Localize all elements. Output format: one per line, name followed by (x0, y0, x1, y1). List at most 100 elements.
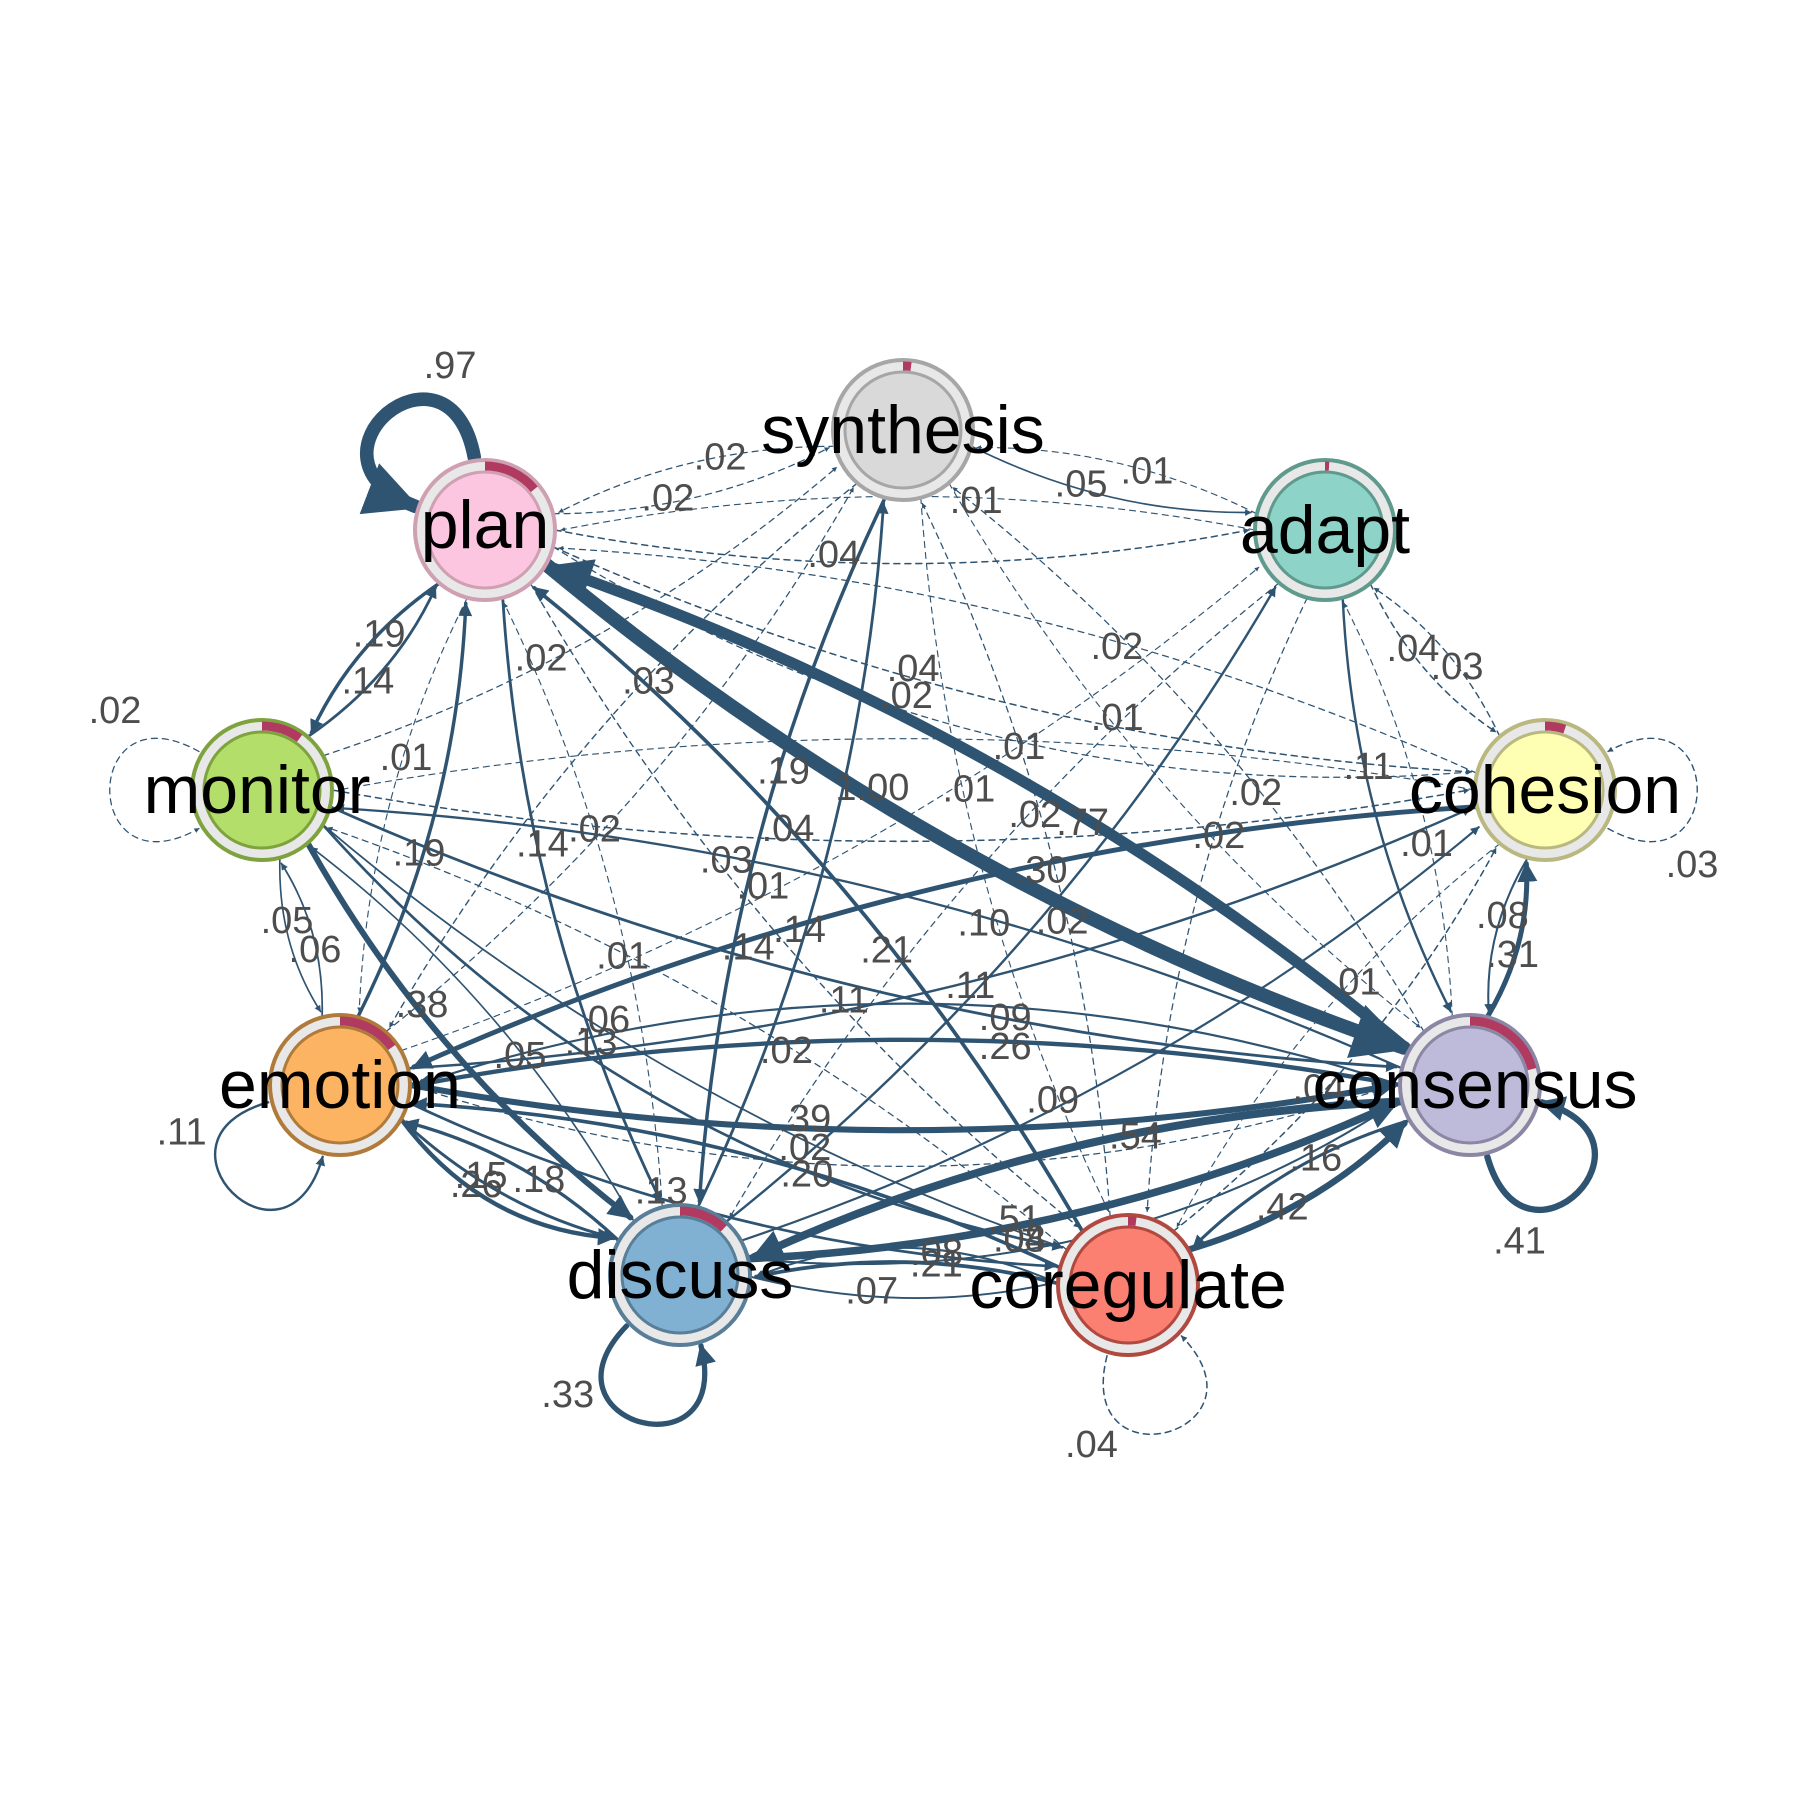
node-circle-coregulate (1068, 1225, 1188, 1345)
edge-consensus-to-discuss (749, 1097, 1406, 1262)
edge-consensus-to-synthesis (952, 486, 1425, 1033)
edge-cohesion-to-coregulate (1176, 842, 1501, 1228)
node-circle-discuss (620, 1215, 740, 1335)
edge-plan-to-coregulate (529, 582, 1080, 1228)
node-cohesion[interactable] (1473, 718, 1617, 862)
node-pie-synthesis (902, 361, 912, 371)
edge-label-monitor-to-cohesion: .04 (762, 808, 815, 850)
edge-plan-to-monitor (309, 581, 442, 735)
edge-label-monitor-to-emotion: .05 (261, 900, 314, 942)
edge-emotion-to-cohesion (406, 806, 1473, 1070)
node-pie-consensus (1469, 1016, 1537, 1071)
edge-label-synthesis-to-coregulate: .01 (942, 769, 995, 811)
edge-synthesis-to-consensus (948, 482, 1421, 1029)
edge-label-monitor-to-coregulate: .13 (565, 1021, 618, 1063)
edge-label-consensus-to-emotion: .26 (979, 1026, 1032, 1068)
edge-consensus-to-consensus (1484, 1096, 1598, 1213)
edge-cohesion-to-adapt (1373, 587, 1501, 738)
edge-label-coregulate-to-plan: .21 (860, 930, 913, 972)
edge-label-discuss-to-monitor: .05 (494, 1035, 547, 1077)
edge-consensus-to-cohesion (1484, 861, 1538, 1020)
edge-label-plan-to-consensus: 1.00 (835, 767, 909, 809)
edge-label-coregulate-to-consensus: .42 (1256, 1187, 1309, 1229)
node-consensus[interactable] (1398, 1013, 1542, 1157)
edge-label-synthesis-to-plan: .02 (694, 437, 747, 479)
edge-label-discuss-to-coregulate: .07 (845, 1271, 898, 1313)
edge-monitor-to-emotion (278, 856, 322, 1013)
edge-label-discuss-to-consensus: .08 (993, 1219, 1046, 1261)
edge-label-consensus-to-emotion: .09 (979, 997, 1032, 1039)
edge-label-consensus-to-cohesion: .31 (1486, 934, 1539, 976)
edge-label-consensus-to-plan: .77 (1056, 802, 1109, 844)
edge-label-discuss-to-discuss: .33 (541, 1374, 594, 1416)
edge-label-consensus-to-monitor: .10 (957, 902, 1010, 944)
edge-consensus-to-monitor (334, 803, 1404, 1070)
nodes-layer (190, 358, 1617, 1357)
edge-label-adapt-to-discuss: .02 (1008, 794, 1061, 836)
node-pie-monitor (261, 721, 303, 742)
edge-label-discuss-to-emotion: .18 (512, 1159, 565, 1201)
edge-label-discuss-to-synthesis: .14 (773, 909, 826, 951)
edge-emotion-to-discuss (399, 1117, 616, 1241)
edge-monitor-to-synthesis (322, 466, 838, 757)
node-emotion[interactable] (268, 1013, 412, 1157)
node-pie-emotion (339, 1016, 396, 1051)
edge-label-coregulate-to-discuss: .08 (910, 1232, 963, 1274)
edge-label-monitor-to-consensus: .14 (722, 927, 775, 969)
node-label-emotion: emotion (219, 1047, 461, 1123)
edge-label-coregulate-to-synthesis: .02 (1036, 900, 1089, 942)
node-label-plan: plan (421, 487, 550, 563)
edge-adapt-to-cohesion (1369, 582, 1497, 733)
edge-label-emotion-to-monitor: .06 (289, 929, 342, 971)
edges-layer (109, 392, 1698, 1435)
edge-monitor-to-monitor (109, 737, 200, 843)
edge-label-consensus-to-adapt: .01 (1400, 823, 1453, 865)
edge-label-cohesion-to-plan: .02 (1090, 626, 1143, 668)
edge-label-emotion-to-adapt: .01 (736, 865, 789, 907)
edge-label-coregulate-to-cohesion: .04 (1292, 1068, 1345, 1110)
edge-label-monitor-to-plan: .14 (341, 660, 394, 702)
node-pie-coregulate (1127, 1216, 1137, 1226)
edge-label-coregulate-to-coregulate: .04 (1065, 1424, 1118, 1466)
edge-synthesis-to-emotion (388, 482, 859, 1029)
edge-label-discuss-to-plan: .01 (596, 935, 649, 977)
edge-label-plan-to-cohesion: .02 (880, 675, 933, 717)
edge-discuss-to-emotion (404, 1118, 621, 1243)
node-discuss[interactable] (608, 1203, 752, 1347)
node-synthesis[interactable] (831, 358, 975, 502)
edge-consensus-to-plan (545, 559, 1415, 1057)
edge-label-synthesis-to-emotion: .03 (622, 661, 675, 703)
node-label-consensus: consensus (1312, 1047, 1637, 1123)
edge-label-plan-to-monitor: .19 (353, 614, 406, 656)
edge-adapt-to-consensus (1341, 596, 1453, 1013)
edge-monitor-to-discuss (304, 840, 634, 1221)
edge-plan-to-synthesis (552, 447, 830, 515)
node-plan[interactable] (413, 458, 557, 602)
edge-discuss-to-adapt (724, 586, 1277, 1224)
edge-adapt-to-coregulate (1144, 597, 1308, 1213)
edge-discuss-to-coregulate (749, 1275, 1053, 1299)
edge-labels-layer: .97.02.03.11.41.33.041.00.77.04.02.02.04… (89, 345, 1719, 1466)
edge-plan-to-consensus (538, 557, 1411, 1058)
edge-synthesis-to-discuss (693, 495, 887, 1204)
edge-emotion-to-consensus (409, 1084, 1395, 1167)
edge-label-plan-to-coregulate: .03 (700, 839, 753, 881)
node-monitor[interactable] (190, 718, 334, 862)
edge-monitor-to-plan (306, 586, 437, 739)
node-pie-cohesion (1544, 721, 1567, 734)
edge-label-adapt-to-consensus: .11 (1343, 746, 1393, 788)
edge-label-synthesis-to-discuss: .19 (757, 750, 810, 792)
edge-label-consensus-to-coregulate: .16 (1289, 1138, 1342, 1180)
edge-plan-to-plan (359, 392, 482, 515)
node-adapt[interactable] (1253, 458, 1397, 602)
node-coregulate[interactable] (1056, 1213, 1200, 1357)
edge-label-emotion-to-plan: .19 (393, 832, 446, 874)
edge-label-plan-to-emotion: .01 (380, 737, 433, 779)
edge-label-cohesion-to-cohesion: .03 (1666, 844, 1719, 886)
edge-monitor-to-consensus (328, 805, 1398, 1072)
edge-monitor-to-coregulate (321, 823, 1063, 1249)
node-circle-plan (425, 470, 545, 590)
edge-label-synthesis-to-consensus: .01 (1091, 697, 1144, 739)
edge-coregulate-to-consensus (1185, 1120, 1408, 1253)
edge-label-discuss-to-cohesion: .09 (1026, 1079, 1079, 1121)
